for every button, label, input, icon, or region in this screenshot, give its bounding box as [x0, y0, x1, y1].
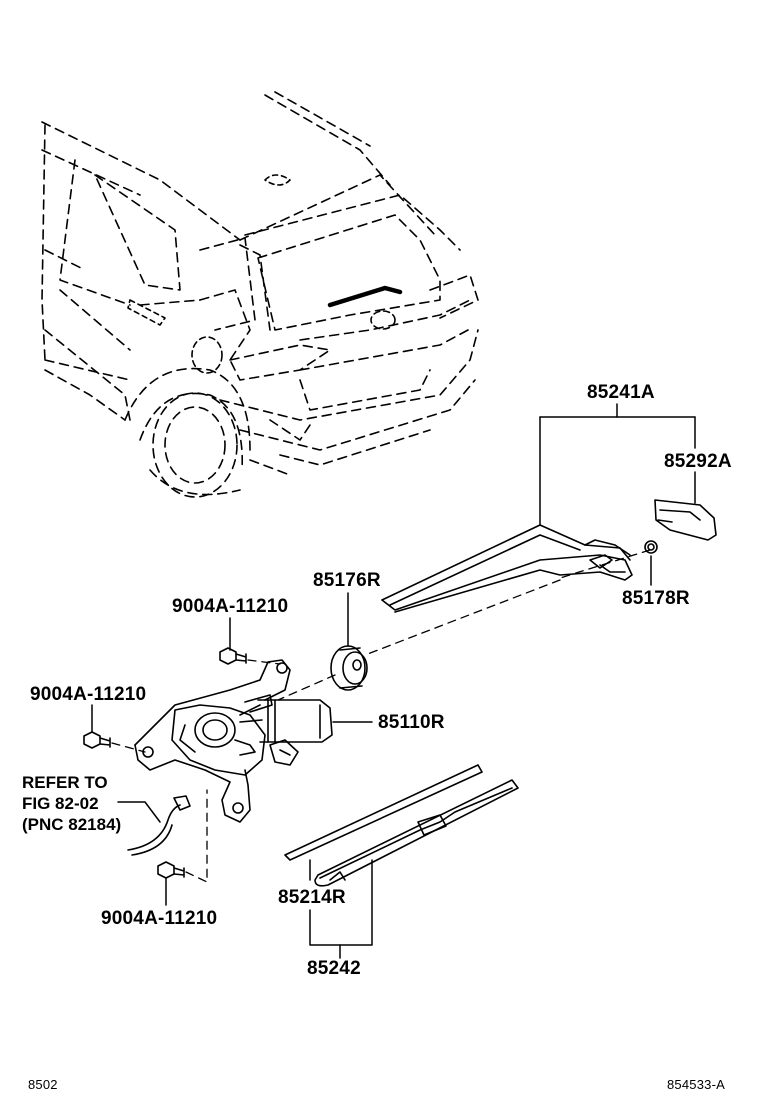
label-seal-grommet: 85176R: [313, 570, 381, 591]
alignment-lines: [112, 550, 650, 882]
bolt-left: [84, 732, 110, 748]
vehicle-outline: [42, 92, 478, 497]
bolt-top: [220, 648, 246, 664]
reference-line-3: (PNC 82184): [22, 815, 122, 834]
label-arm-cap: 85292A: [664, 451, 732, 472]
leader-lines: [92, 404, 695, 958]
label-blade-assembly: 85242: [307, 958, 361, 979]
wiper-arm-cap: [655, 500, 716, 540]
reference-line-1: REFER TO: [22, 773, 108, 792]
bolt-bottom: [158, 862, 184, 878]
page-code: 8502: [28, 1077, 58, 1092]
pivot-nut: [645, 541, 657, 553]
wiring-harness: [128, 796, 190, 855]
wiper-arm: [382, 525, 632, 612]
reference-line-2: FIG 82-02: [22, 794, 99, 813]
seal-grommet: [331, 646, 367, 690]
label-bolt-left: 9004A-11210: [30, 684, 147, 705]
label-blade-refill: 85214R: [278, 887, 346, 908]
label-arm-assembly: 85241A: [587, 382, 655, 403]
reference-note: REFER TO FIG 82-02 (PNC 82184): [22, 772, 121, 835]
label-motor: 85110R: [378, 712, 445, 733]
figure-code: 854533-A: [667, 1077, 725, 1092]
wiper-motor: [135, 660, 332, 822]
wiper-blade: [285, 765, 518, 886]
label-bolt-top: 9004A-11210: [172, 596, 289, 617]
label-pivot-nut: 85178R: [622, 588, 690, 609]
label-bolt-bottom: 9004A-11210: [101, 908, 218, 929]
